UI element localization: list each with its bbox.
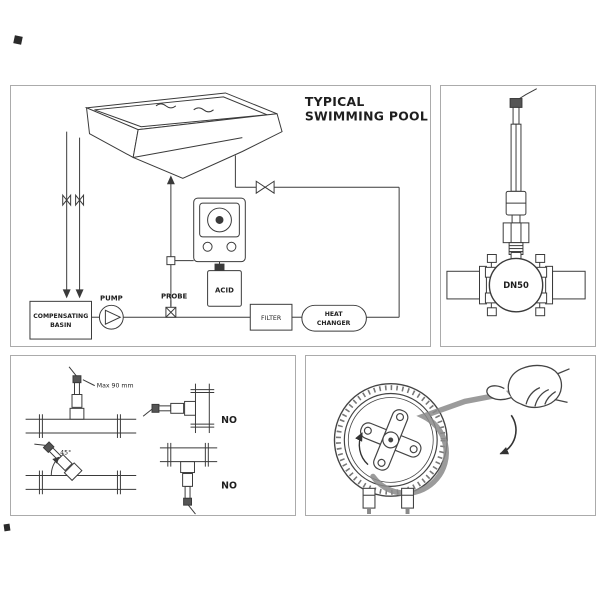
- installation-panel: Max 90 mm 45°: [10, 355, 296, 516]
- water-wave-icon: [155, 103, 177, 109]
- saddle-clamp: [446, 254, 586, 317]
- compensating-basin: COMPENSATING BASIN: [29, 300, 92, 340]
- install-wrong-inverted: [159, 442, 218, 515]
- pipework: [62, 131, 400, 318]
- injection-fitting: [166, 256, 176, 266]
- pump-triangle-icon: [104, 309, 122, 325]
- install-wrong-horizontal: [142, 383, 215, 434]
- valve-icon: [255, 180, 267, 195]
- finger-line: [544, 391, 557, 405]
- flow-arrow-down-icon: [75, 289, 84, 299]
- valve-icon: [264, 180, 275, 195]
- scan-artifact: [13, 35, 23, 45]
- angle-arc: [50, 456, 60, 476]
- installation-drawing: Max 90 mm 45°: [25, 366, 237, 515]
- no-label-2: NO: [221, 480, 237, 491]
- panel-title-line1: TYPICAL: [305, 94, 365, 109]
- flow-arrow-down-icon: [62, 289, 71, 299]
- peristaltic-tube: [370, 389, 514, 496]
- rotation-arrow-outer-icon: [499, 414, 517, 455]
- valve-icon: [66, 193, 72, 207]
- probe-cable-icon: [517, 88, 537, 100]
- dosing-pump-device: [193, 197, 246, 271]
- install-correct-vertical: [25, 366, 137, 438]
- valve-icon: [75, 193, 81, 207]
- finger-line: [525, 387, 541, 405]
- max-height-label: Max 90 mm: [97, 383, 134, 390]
- bolt-icon: [535, 254, 546, 263]
- hex-nut-icon: [502, 222, 530, 244]
- circulation-pump: [98, 304, 124, 330]
- thumb: [486, 385, 512, 401]
- probe-fitting-drawing: DN50: [446, 88, 586, 317]
- knob-icon: [202, 241, 213, 252]
- screw-icon: [377, 458, 386, 467]
- pool-schematic-panel: PUMP COMPENSATING BASIN PROBE: [10, 85, 431, 347]
- probe-cap-icon: [509, 98, 523, 108]
- heat-label-line2: CHANGER: [317, 320, 351, 327]
- screw-icon: [363, 426, 372, 435]
- dimension-leader-line: [82, 379, 95, 387]
- probe-fitting-panel: DN50: [440, 85, 596, 347]
- tank-cap-icon: [214, 263, 225, 271]
- rotation-arrow-inner-icon: [355, 432, 369, 466]
- basin-label-line2: BASIN: [50, 322, 71, 329]
- finger-line: [534, 388, 550, 407]
- scan-artifact: [3, 523, 11, 532]
- basin-label-line1: COMPENSATING: [33, 313, 88, 320]
- panel-title-line2: SWIMMING POOL: [305, 109, 428, 124]
- probe-label: PROBE: [161, 292, 188, 300]
- no-label-1: NO: [221, 415, 237, 426]
- acid-tank: ACID: [207, 263, 242, 307]
- swimming-pool-drawing: [84, 92, 283, 179]
- pump-head-panel: [305, 355, 596, 516]
- flow-arrow-up-icon: [166, 175, 175, 185]
- pool-schematic-drawing: PUMP COMPENSATING BASIN PROBE: [29, 92, 428, 340]
- pump-head-drawing: [333, 364, 570, 515]
- valve-icon: [78, 193, 85, 207]
- install-correct-angled: [25, 433, 137, 495]
- heat-changer-box: HEAT CHANGER: [301, 304, 367, 332]
- pump-ports: [362, 487, 415, 515]
- bolt-icon: [486, 254, 497, 263]
- screw-icon: [395, 413, 405, 422]
- screw-icon: [409, 445, 418, 454]
- angle-label: 45°: [60, 449, 71, 457]
- hand-drawing: [486, 364, 570, 409]
- valve-icon: [62, 193, 68, 207]
- filter-label: FILTER: [261, 315, 282, 322]
- filter-box: FILTER: [249, 303, 293, 331]
- heat-label-line1: HEAT: [325, 311, 344, 318]
- pump-label: PUMP: [100, 294, 123, 302]
- water-wave-icon: [193, 107, 214, 113]
- probe-electrode: [502, 88, 537, 261]
- pump-rotor: [359, 409, 422, 471]
- pipe-size-label: DN50: [503, 280, 529, 290]
- bolt-icon: [535, 307, 546, 317]
- bolt-icon: [486, 307, 497, 317]
- acid-label: ACID: [215, 286, 234, 294]
- knob-icon: [226, 241, 237, 252]
